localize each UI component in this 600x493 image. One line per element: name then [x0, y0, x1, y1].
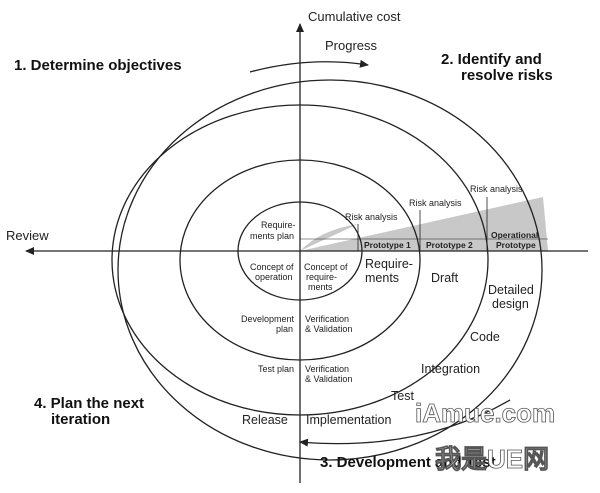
progress-arrow [249, 59, 369, 73]
operational-prototype-line1: Operational [491, 230, 538, 240]
integration-label: Integration [421, 362, 480, 376]
review-label: Review [6, 228, 49, 243]
spiral-ring-4 [117, 79, 543, 461]
prototype-2-label: Prototype 2 [426, 240, 473, 250]
watermark-line1: iAmue.com [415, 398, 555, 428]
requirements-plan-line2: ments plan [250, 231, 294, 241]
risk-wedge-curve [300, 224, 358, 251]
quadrant-2-title-line1: 2. Identify and [441, 51, 542, 68]
verification-1-line2: & Validation [305, 324, 352, 334]
quadrant-4-title-line1: 4. Plan the next [34, 395, 144, 412]
requirements-phase-line1: Require- [365, 257, 413, 271]
requirements-phase-line2: ments [365, 271, 399, 285]
test-plan-label: Test plan [258, 364, 294, 374]
risk-analysis-3: Risk analysis [470, 184, 523, 194]
quadrant-4-title-line2: iteration [51, 411, 110, 428]
verification-1-line1: Verification [305, 314, 349, 324]
risk-analysis-1: Risk analysis [345, 212, 398, 222]
spiral-end-arrow [299, 399, 511, 447]
detailed-design-line1: Detailed [488, 283, 534, 297]
cumulative-cost-label: Cumulative cost [308, 9, 401, 24]
requirements-plan-line1: Require- [261, 220, 296, 230]
risk-analysis-2: Risk analysis [409, 198, 462, 208]
implementation-label: Implementation [306, 413, 392, 427]
concept-of-operation-line2: operation [255, 272, 293, 282]
development-plan-line2: plan [276, 324, 293, 334]
prototype-1-label: Prototype 1 [364, 240, 411, 250]
operational-prototype-line2: Prototype [496, 240, 536, 250]
watermark-line2: 我是UE网 [435, 444, 549, 474]
code-label: Code [470, 330, 500, 344]
test-label: Test [391, 389, 414, 403]
quadrant-1-title: 1. Determine objectives [14, 57, 182, 74]
development-plan-line1: Development [241, 314, 295, 324]
quadrant-2-title-line2: resolve risks [461, 67, 553, 84]
draft-label: Draft [431, 271, 459, 285]
concept-of-operation-line1: Concept of [250, 262, 294, 272]
verification-2-line2: & Validation [305, 374, 352, 384]
concept-of-requirements-line1: Concept of [304, 262, 348, 272]
detailed-design-line2: design [492, 297, 529, 311]
concept-of-requirements-line2: require- [306, 272, 337, 282]
release-label: Release [242, 413, 288, 427]
progress-label: Progress [325, 38, 378, 53]
concept-of-requirements-line3: ments [308, 282, 333, 292]
quadrant-3-title: 3. Development and Test [320, 454, 496, 471]
verification-2-line1: Verification [305, 364, 349, 374]
